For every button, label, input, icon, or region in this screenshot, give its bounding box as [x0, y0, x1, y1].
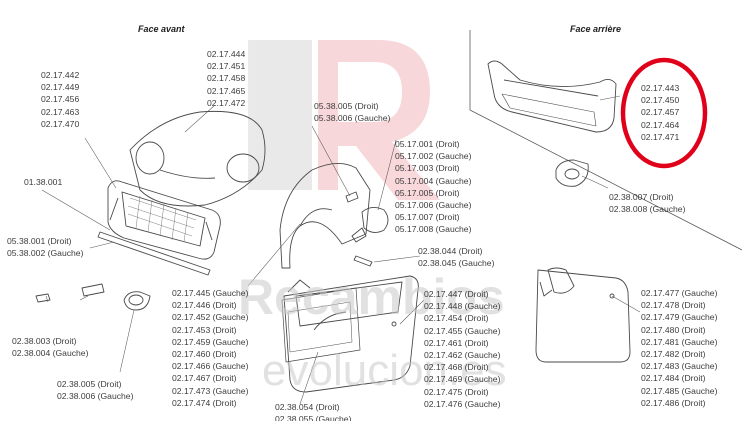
- part-number: 01.38.001: [24, 177, 63, 187]
- part-number: 05.17.003 (Droit): [395, 163, 460, 174]
- part-number: 02.38.008 (Gauche): [609, 204, 686, 215]
- part-number: 02.17.451: [207, 61, 246, 72]
- front-door-shape: [283, 275, 419, 393]
- label-door-trim: 02.38.054 (Droit) 02.38.055 (Gauche): [275, 401, 351, 421]
- label-door-rear: 02.17.477 (Gauche)02.17.478 (Droit)02.17…: [641, 287, 717, 409]
- part-number: 05.17.002 (Gauche): [395, 151, 472, 162]
- part-number: 05.38.001 (Droit): [7, 236, 72, 246]
- label-door-front: 02.17.447 (Droit)02.17.448 (Gauche)02.17…: [424, 288, 500, 410]
- part-number: 02.38.005 (Droit): [57, 379, 122, 389]
- front-bumper-shape: [107, 180, 221, 260]
- part-number: 02.17.453 (Droit): [172, 324, 237, 335]
- part-number: 05.17.005 (Droit): [395, 187, 460, 198]
- part-number: 02.17.447 (Droit): [424, 289, 489, 299]
- part-number: 02.17.482 (Droit): [641, 349, 706, 360]
- part-number: 02.17.478 (Droit): [641, 300, 706, 311]
- part-number: 02.17.455 (Gauche): [424, 325, 501, 336]
- part-number: 02.17.461 (Droit): [424, 337, 489, 348]
- part-number: 05.38.002 (Gauche): [7, 248, 84, 259]
- part-number: 02.17.446 (Droit): [172, 300, 237, 311]
- label-fender: 02.17.445 (Gauche)02.17.446 (Droit)02.17…: [172, 287, 248, 409]
- part-number: 05.17.001 (Droit): [395, 139, 460, 149]
- heading-front: Face avant: [138, 24, 185, 34]
- fender-shape: [279, 163, 371, 269]
- part-number: 05.38.005 (Droit): [314, 101, 379, 111]
- part-number: 02.17.444: [207, 49, 246, 59]
- label-fog-bezel-front: 02.38.005 (Droit) 02.38.006 (Gauche): [57, 378, 133, 402]
- part-number: 02.17.454 (Droit): [424, 313, 489, 324]
- part-number: 02.17.456: [41, 94, 80, 105]
- label-fog-rear: 02.38.007 (Droit) 02.38.008 (Gauche): [609, 191, 685, 215]
- part-number: 05.17.006 (Gauche): [395, 200, 472, 211]
- part-number: 02.17.479 (Gauche): [641, 312, 718, 323]
- part-number: 02.17.462 (Gauche): [424, 350, 501, 361]
- part-number: 02.17.480 (Droit): [641, 324, 706, 335]
- highlight-circle: [620, 57, 708, 169]
- part-number: 02.17.468 (Droit): [424, 362, 489, 373]
- label-moulding: 05.38.001 (Droit) 05.38.002 (Gauche): [7, 235, 83, 259]
- part-number: 02.38.004 (Gauche): [12, 348, 89, 359]
- part-number: 05.17.007 (Droit): [395, 212, 460, 223]
- part-number: 02.17.463: [41, 106, 80, 117]
- part-number: 02.17.448 (Gauche): [424, 301, 501, 312]
- part-number: 02.17.452 (Gauche): [172, 312, 249, 323]
- part-number: 02.17.481 (Gauche): [641, 336, 718, 347]
- label-fog-lamp-front: 02.38.003 (Droit) 02.38.004 (Gauche): [12, 335, 88, 359]
- part-number: 02.17.485 (Gauche): [641, 385, 718, 396]
- grille-mesh: [127, 195, 197, 243]
- part-number: 02.17.476 (Gauche): [424, 398, 501, 409]
- part-number: 02.17.464: [641, 119, 680, 130]
- part-number: 05.17.004 (Gauche): [395, 175, 472, 186]
- part-number: 02.17.459 (Gauche): [172, 336, 249, 347]
- rear-door-shape: [535, 269, 631, 363]
- part-number: 02.17.450: [641, 95, 680, 106]
- part-number: 02.17.473 (Gauche): [172, 385, 249, 396]
- part-number: 02.17.467 (Droit): [172, 373, 237, 384]
- part-number: 02.38.003 (Droit): [12, 336, 77, 346]
- part-number: 02.17.442: [41, 70, 80, 80]
- part-number: 02.17.443: [641, 83, 680, 93]
- part-number: 02.17.469 (Gauche): [424, 374, 501, 385]
- part-number: 02.38.054 (Droit): [275, 402, 340, 412]
- part-number: 02.38.007 (Droit): [609, 192, 674, 202]
- part-number: 02.17.471: [641, 131, 680, 142]
- part-number: 02.17.458: [207, 73, 246, 84]
- part-number: 02.38.055 (Gauche): [275, 414, 352, 421]
- part-number: 02.38.045 (Gauche): [418, 258, 495, 269]
- watermark-logo: [248, 40, 440, 200]
- part-number: 05.17.008 (Gauche): [395, 224, 472, 235]
- part-number: 02.17.474 (Droit): [172, 397, 237, 408]
- part-number: 02.17.465: [207, 85, 246, 96]
- label-grille: 01.38.001: [24, 176, 62, 188]
- part-number: 05.38.006 (Gauche): [314, 113, 391, 124]
- part-number: 02.17.484 (Droit): [641, 373, 706, 384]
- heading-rear: Face arrière: [570, 24, 622, 34]
- part-number: 02.17.449: [41, 82, 80, 93]
- leader-lines: [41, 95, 641, 405]
- part-number: 02.17.483 (Gauche): [641, 361, 718, 372]
- rear-bumper-shape: [487, 60, 617, 133]
- part-number: 02.17.472: [207, 97, 246, 108]
- label-mirror: 05.17.001 (Droit)05.17.002 (Gauche)05.17…: [395, 138, 471, 236]
- mirror-shape: [361, 207, 389, 233]
- part-number: 02.17.470: [41, 118, 80, 129]
- label-trim-strip: 02.38.044 (Droit) 02.38.045 (Gauche): [418, 245, 494, 269]
- part-number: 02.38.006 (Gauche): [57, 391, 134, 402]
- part-number: 02.17.460 (Droit): [172, 349, 237, 360]
- part-number: 02.17.466 (Gauche): [172, 361, 249, 372]
- part-number: 02.17.445 (Gauche): [172, 288, 249, 298]
- part-number: 02.17.486 (Droit): [641, 397, 706, 408]
- part-number: 02.38.044 (Droit): [418, 246, 483, 256]
- part-number: 02.17.475 (Droit): [424, 386, 489, 397]
- part-number: 02.17.457: [641, 107, 680, 118]
- hood-shape: [129, 110, 266, 207]
- part-number: 02.17.477 (Gauche): [641, 288, 718, 298]
- label-indicator: 05.38.005 (Droit) 05.38.006 (Gauche): [314, 100, 390, 124]
